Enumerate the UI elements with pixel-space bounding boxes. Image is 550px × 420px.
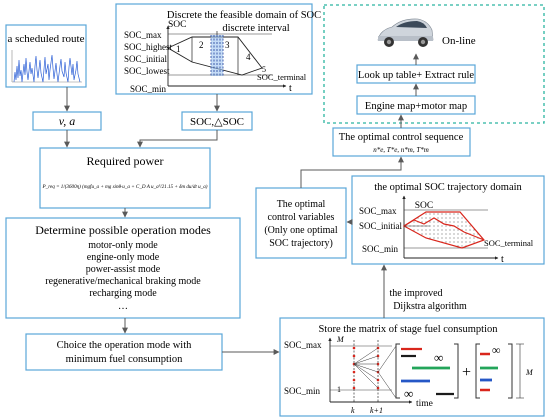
discrete-region-4: 4 bbox=[246, 52, 251, 62]
choice-line2: minimum fuel consumption bbox=[66, 354, 183, 365]
mode-item-4: regenerative/mechanical braking mode bbox=[45, 276, 201, 287]
discrete-label-soc-lowest: SOC_lowest bbox=[124, 66, 170, 76]
choice-line1: Choice the operation mode with bbox=[57, 340, 192, 351]
matrix-axis-time: time bbox=[416, 399, 433, 409]
matrix-k1-label: k+1 bbox=[370, 406, 383, 415]
mode-item-3: power-assist mode bbox=[86, 264, 161, 275]
online-box: On-line Look up table+ Extract rule Engi… bbox=[323, 4, 545, 124]
fuel-matrix-box: Store the matrix of stage fuel consumpti… bbox=[279, 317, 545, 417]
discrete-label-soc-initial: SOC_initial bbox=[124, 54, 168, 64]
discrete-region-1: 1 bbox=[176, 44, 181, 54]
control-variables-line1: The optimal bbox=[277, 199, 326, 210]
matrix-transition-lines bbox=[353, 345, 397, 399]
route-speed-chart bbox=[11, 50, 82, 83]
trajectory-title: the optimal SOC trajectory domain bbox=[374, 182, 522, 193]
matrix-bracket-2: ∞ bbox=[475, 343, 513, 399]
fuel-matrix-title: Store the matrix of stage fuel consumpti… bbox=[318, 324, 498, 335]
lookup-table-label: Look up table+ Extract rule bbox=[358, 70, 474, 81]
trajectory-label-soc-initial: SOC_initial bbox=[359, 221, 403, 231]
discrete-region-5: 5 bbox=[262, 65, 266, 74]
mode-item-1: motor-only mode bbox=[88, 240, 158, 251]
trajectory-domain-box: the optimal SOC trajectory domain SOC t … bbox=[351, 175, 545, 265]
trajectory-label-soc-max: SOC_max bbox=[359, 206, 397, 216]
discrete-label-soc-terminal: SOC_terminal bbox=[257, 72, 307, 82]
va-label: v, a bbox=[59, 114, 75, 128]
matrix-inf-2: ∞ bbox=[404, 386, 413, 401]
car-image bbox=[375, 7, 434, 53]
route-title: a scheduled route bbox=[8, 33, 85, 45]
discrete-label-soc-highest: SOC_highest bbox=[124, 42, 173, 52]
arrow-variables-to-sequence bbox=[300, 156, 404, 188]
discrete-label-soc-min: SOC_min bbox=[130, 84, 167, 94]
control-variables-line2: control variables bbox=[268, 212, 335, 223]
online-label: On-line bbox=[442, 35, 476, 47]
mode-item-2: engine-only mode bbox=[87, 252, 160, 263]
choice-mode-box: Choice the operation mode with minimum f… bbox=[25, 333, 223, 371]
discrete-region-3: 3 bbox=[225, 40, 230, 50]
matrix-M-left: M bbox=[336, 335, 345, 344]
required-power-title: Required power bbox=[87, 154, 164, 168]
discrete-title2: discrete interval bbox=[222, 23, 289, 34]
matrix-one-left: 1 bbox=[337, 385, 341, 394]
control-variables-line4: SOC trajectory) bbox=[269, 238, 333, 249]
discrete-title1: Discrete the feasible domain of SOC bbox=[167, 10, 321, 21]
flow-arrows bbox=[64, 53, 419, 355]
control-sequence-title: The optimal control sequence bbox=[339, 132, 464, 143]
discrete-label-soc-max: SOC_max bbox=[124, 30, 162, 40]
discrete-axis-t: t bbox=[289, 83, 292, 94]
control-sequence-box: The optimal control sequence n*e, T*e, n… bbox=[332, 127, 471, 157]
matrix-M-right: M bbox=[525, 368, 534, 377]
operation-modes-title: Determine possible operation modes bbox=[35, 223, 211, 237]
matrix-bracket-1: ∞ ∞ bbox=[395, 343, 459, 401]
discrete-interval-band bbox=[211, 35, 223, 76]
soc-dsoc-box: SOC,△SOC bbox=[181, 111, 253, 131]
discrete-axis-soc: SOC bbox=[168, 20, 186, 30]
scheduled-route-box: a scheduled route bbox=[5, 24, 87, 88]
va-box: v, a bbox=[32, 111, 102, 131]
soc-dsoc-label: SOC,△SOC bbox=[190, 116, 244, 128]
trajectory-axis-soc: SOC bbox=[415, 201, 433, 211]
trajectory-label-soc-terminal: SOC_terminal bbox=[484, 238, 534, 248]
operation-modes-box: Determine possible operation modes motor… bbox=[5, 217, 241, 319]
dijkstra-line1: the improved bbox=[389, 288, 442, 299]
matrix-label-soc-max: SOC_max bbox=[284, 340, 322, 350]
required-power-formula: P_req = 1/(3600η) (mgfu_a + mg sinθ·u_a … bbox=[42, 183, 208, 190]
required-power-box: Required power P_req = 1/(3600η) (mgfu_a… bbox=[39, 147, 211, 209]
trajectory-axis-t: t bbox=[501, 254, 504, 265]
arrow-soc-to-power bbox=[137, 130, 218, 148]
matrix-plus: + bbox=[462, 364, 471, 381]
discrete-domain-box: Discrete the feasible domain of SOC disc… bbox=[115, 3, 321, 95]
matrix-label-soc-min: SOC_min bbox=[284, 386, 321, 396]
discrete-region-2: 2 bbox=[199, 40, 204, 50]
control-variables-box: The optimal control variables (Only one … bbox=[255, 187, 347, 259]
mode-item-6: … bbox=[118, 301, 128, 312]
engine-map-label: Engine map+motor map bbox=[365, 101, 467, 112]
control-variables-line3: (Only one optimal bbox=[264, 225, 338, 236]
optimal-soc-trajectory bbox=[403, 217, 485, 241]
mode-item-5: recharging mode bbox=[89, 288, 157, 299]
trajectory-label-soc-min: SOC_min bbox=[362, 244, 399, 254]
matrix-inf-1: ∞ bbox=[434, 350, 443, 365]
matrix-inf-3: ∞ bbox=[492, 343, 501, 357]
matrix-k-label: k bbox=[351, 406, 355, 415]
dijkstra-line2: Dijkstra algorithm bbox=[393, 301, 467, 312]
control-sequence-subtitle: n*e, T*e, n*m, T*m bbox=[373, 146, 429, 154]
